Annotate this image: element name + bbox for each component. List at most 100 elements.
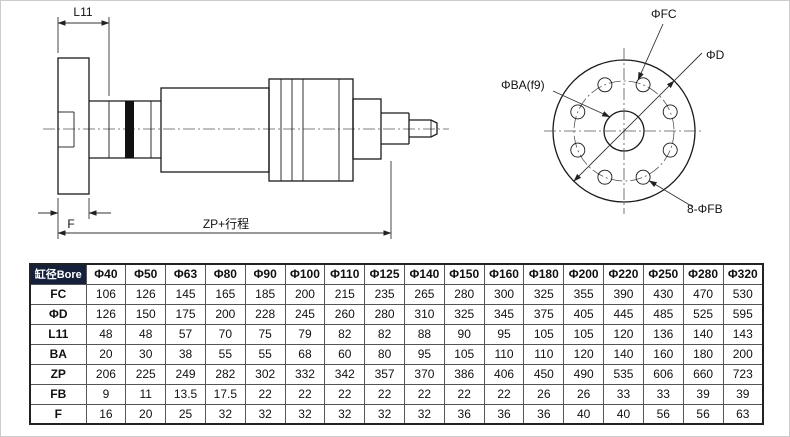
dimension-value-cell: 145 — [165, 283, 206, 305]
dimension-value-cell: 136 — [642, 323, 684, 345]
dimension-value-cell: 535 — [603, 363, 644, 385]
dim-label-ba: ΦBA(f9) — [501, 78, 545, 92]
dimension-value-cell: 310 — [404, 303, 445, 325]
dimension-value-cell: 375 — [523, 303, 565, 325]
dimension-value-cell: 165 — [204, 283, 246, 305]
dimension-value-cell: 20 — [125, 403, 167, 425]
bore-size-header: Φ80 — [204, 263, 246, 285]
dimension-value-cell: 265 — [404, 283, 445, 305]
cylinder-head — [268, 78, 354, 182]
dimension-row-label: ZP — [29, 363, 87, 385]
cylinder-drawing: L11 F ZP+行程 — [38, 5, 725, 239]
dimension-value-cell: 405 — [563, 303, 605, 325]
dimension-value-cell: 723 — [722, 363, 764, 385]
dimension-value-cell: 345 — [483, 303, 525, 325]
dimension-value-cell: 48 — [125, 323, 167, 345]
dimension-value-cell: 106 — [85, 283, 127, 305]
dimension-value-cell: 280 — [364, 303, 405, 325]
dimension-value-cell: 175 — [165, 303, 206, 325]
dimension-value-cell: 126 — [85, 303, 127, 325]
dimension-value-cell: 22 — [443, 383, 485, 405]
dimension-value-cell: 40 — [603, 403, 644, 425]
dimension-value-cell: 126 — [125, 283, 167, 305]
dimension-value-cell: 160 — [642, 343, 684, 365]
dimension-value-cell: 32 — [364, 403, 405, 425]
bore-size-header: Φ150 — [443, 263, 485, 285]
dimension-value-cell: 82 — [364, 323, 405, 345]
dimension-value-cell: 32 — [404, 403, 445, 425]
dimension-value-cell: 88 — [404, 323, 445, 345]
dimension-value-cell: 332 — [284, 363, 326, 385]
bolt-hole — [597, 169, 613, 185]
dimension-value-cell: 200 — [204, 303, 246, 325]
dimension-value-cell: 215 — [324, 283, 366, 305]
dimension-value-cell: 245 — [284, 303, 326, 325]
dimension-value-cell: 525 — [682, 303, 724, 325]
dimension-value-cell: 22 — [244, 383, 286, 405]
dimension-value-cell: 470 — [682, 283, 724, 305]
bore-size-header: Φ40 — [85, 263, 127, 285]
dimension-value-cell: 80 — [364, 343, 405, 365]
dimension-value-cell: 60 — [324, 343, 366, 365]
dimension-value-cell: 110 — [483, 343, 525, 365]
side-view-dimensions — [38, 17, 392, 239]
dimension-value-cell: 180 — [682, 343, 724, 365]
dimension-value-cell: 140 — [603, 343, 644, 365]
side-view-drawing — [43, 57, 449, 195]
dimension-value-cell: 150 — [125, 303, 167, 325]
dimension-value-cell: 325 — [523, 283, 565, 305]
dimension-value-cell: 105 — [523, 323, 565, 345]
dimension-value-cell: 490 — [563, 363, 605, 385]
dimension-value-cell: 48 — [85, 323, 127, 345]
dimension-value-cell: 32 — [244, 403, 286, 425]
dimension-value-cell: 26 — [563, 383, 605, 405]
bore-size-header: Φ50 — [125, 263, 167, 285]
dim-label-fb: 8-ΦFB — [687, 202, 723, 216]
dimension-value-cell: 13.5 — [165, 383, 206, 405]
dimension-value-cell: 110 — [523, 343, 565, 365]
bore-size-header: Φ90 — [244, 263, 286, 285]
dimension-value-cell: 260 — [324, 303, 366, 325]
cylinder-tube — [160, 87, 270, 173]
bore-size-header: Φ160 — [483, 263, 525, 285]
dimension-value-cell: 280 — [443, 283, 485, 305]
dimension-row-label: FC — [29, 283, 87, 305]
dimension-value-cell: 56 — [682, 403, 724, 425]
front-view-dimensions — [552, 23, 703, 208]
dimension-value-cell: 33 — [603, 383, 644, 405]
dimension-value-cell: 200 — [722, 343, 764, 365]
dimension-value-cell: 95 — [404, 343, 445, 365]
bolt-hole — [570, 142, 586, 158]
bore-size-header: Φ125 — [364, 263, 405, 285]
bore-size-header: Φ180 — [523, 263, 565, 285]
dim-label-l11: L11 — [73, 5, 92, 19]
dimension-value-cell: 22 — [324, 383, 366, 405]
dimension-value-cell: 530 — [722, 283, 764, 305]
dimension-value-cell: 120 — [563, 343, 605, 365]
bore-size-header: Φ140 — [404, 263, 445, 285]
bore-corner-header: 缸径Bore — [29, 263, 87, 285]
dimension-value-cell: 39 — [682, 383, 724, 405]
dimension-value-cell: 143 — [722, 323, 764, 345]
dimension-value-cell: 595 — [722, 303, 764, 325]
dimension-value-cell: 342 — [324, 363, 366, 385]
bore-size-header: Φ220 — [603, 263, 644, 285]
dim-label-d: ΦD — [706, 48, 725, 62]
dimension-value-cell: 450 — [523, 363, 565, 385]
dimension-value-cell: 386 — [443, 363, 485, 385]
dimension-value-cell: 32 — [284, 403, 326, 425]
dimension-value-cell: 90 — [443, 323, 485, 345]
bore-size-header: Φ320 — [722, 263, 764, 285]
dimension-value-cell: 325 — [443, 303, 485, 325]
dimension-value-cell: 200 — [284, 283, 326, 305]
head-step-block — [352, 98, 382, 160]
dimension-row-label: FB — [29, 383, 87, 405]
dimension-value-cell: 22 — [284, 383, 326, 405]
dimension-row-label: ΦD — [29, 303, 87, 325]
